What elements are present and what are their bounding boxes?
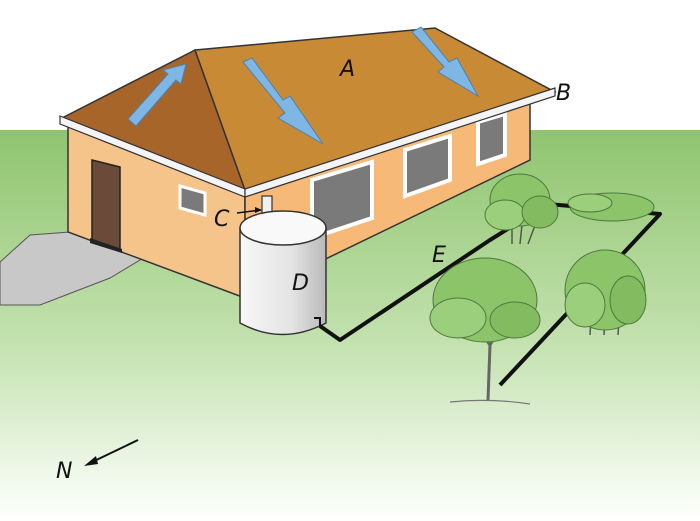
label-north: N	[56, 459, 72, 484]
water-tank	[240, 211, 326, 335]
label-pipe: E	[432, 243, 446, 268]
front-window-3	[478, 114, 505, 164]
label-gutter: B	[556, 81, 571, 106]
tank-top	[240, 211, 326, 245]
tree-back-right	[568, 193, 654, 221]
door	[92, 160, 120, 250]
tree-front-right	[565, 250, 646, 335]
label-roof: A	[338, 57, 355, 82]
label-downpipe: C	[214, 207, 230, 232]
label-tank: D	[292, 271, 309, 296]
